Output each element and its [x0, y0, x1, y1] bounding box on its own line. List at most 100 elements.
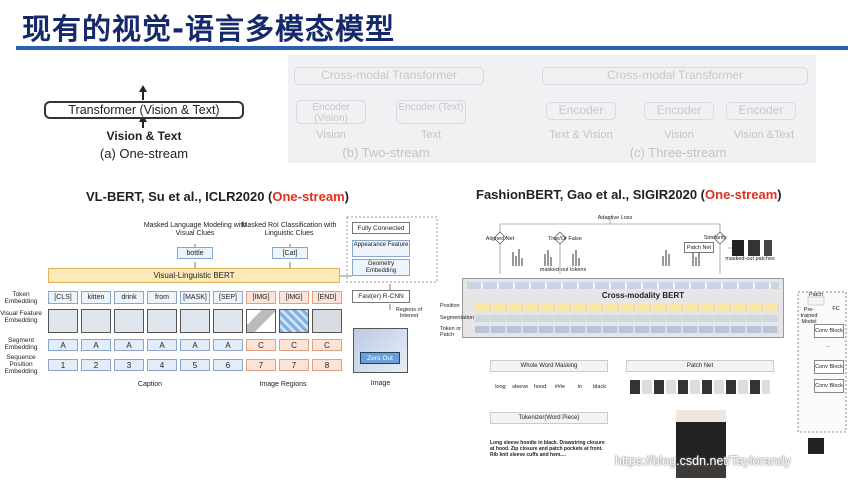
two-stream-caption: (b) Two-stream [342, 145, 430, 160]
token-embedding-6: [SEP] [213, 291, 243, 304]
encoder-text-label: Encoder (Text) [398, 102, 464, 113]
three-stream-input-1: Text & Vision [549, 129, 613, 141]
title-underline [16, 46, 848, 50]
rcnn-label: Fast(er) R-CNN [358, 293, 404, 300]
wordpiece-5: in [577, 384, 582, 390]
wwm-label: Whole Word Masking [520, 363, 578, 369]
visual-feature-embedding-2 [81, 309, 111, 333]
bottle-label: bottle [186, 250, 204, 257]
segment-embedding-8: C [279, 339, 309, 351]
segment-embedding-1: A [48, 339, 78, 351]
slide-title: 现有的视觉-语言多模态模型 [22, 12, 396, 46]
mlm-label: Masked Language Modeling with Visual Clu… [143, 222, 247, 237]
adaptive-loss-label: Adaptive Loss [597, 215, 633, 221]
encoder-1-label: Encoder [558, 103, 604, 117]
caption-label: Caption [137, 381, 163, 388]
position-embedding-6: 6 [213, 359, 243, 371]
position-embedding-3: 3 [114, 359, 144, 371]
cm-bert-row-position [475, 304, 779, 311]
row-label-visual: Visual Feature Embedding [0, 310, 42, 324]
position-embedding-2: 2 [81, 359, 111, 371]
cross-modality-bert-box: Cross-modality BERT [462, 278, 784, 338]
visual-feature-embedding-3 [114, 309, 144, 333]
conv-block-1: Conv Block [814, 324, 844, 338]
three-stream-input-3: Vision &Text [733, 129, 795, 141]
visual-feature-embedding-8 [279, 309, 309, 333]
true-false-label: True/Or False [548, 236, 582, 242]
vlbert-heading-text: VL-BERT, Su et al., ICLR2020 ( [86, 189, 273, 204]
pretrained-label: Pre-trained Model [800, 307, 818, 325]
cm-bert-row-token [475, 326, 779, 333]
masked-patches-label: masked-out patches [725, 256, 775, 262]
two-stream-transformer: Cross-modal Transformer [294, 67, 484, 85]
mrc-label: Masked RoI Classification with Linguisti… [241, 222, 337, 237]
token-embedding-8: [IMG] [279, 291, 309, 304]
one-stream-inputs: Vision & Text [106, 129, 182, 143]
row-label-position: Sequence Position Embedding [4, 354, 38, 375]
zero-out-label: Zero Out [367, 355, 393, 362]
image-caption: Image [370, 380, 391, 387]
vlbert-heading: VL-BERT, Su et al., ICLR2020 (One-stream… [86, 189, 386, 204]
roi-label: Regions of Interest [395, 307, 423, 319]
visual-feature-embedding-9 [312, 309, 342, 333]
visual-feature-embedding-5 [180, 309, 210, 333]
position-embedding-4: 4 [147, 359, 177, 371]
watermark: https://blog.csdn.net/Taylorandy [615, 454, 791, 468]
regions-label: Image Regions [259, 381, 307, 388]
tokenizer-box: Tokenizer(Word Piece) [490, 412, 608, 424]
patch-net-box: Patch Net [626, 360, 774, 372]
model-photo [676, 410, 726, 478]
two-stream-diagram: Cross-modal Transformer Encoder (Vision)… [288, 55, 488, 163]
segment-embedding-5: A [180, 339, 210, 351]
conv-block-3-label: Conv Block [815, 383, 843, 389]
tokenizer-label: Tokenizer(Word Piece) [518, 415, 580, 421]
one-stream-transformer-label: Transformer (Vision & Text) [68, 103, 220, 117]
bottle-box: bottle [177, 247, 213, 259]
two-stream-transformer-label: Cross-modal Transformer [320, 68, 458, 82]
three-stream-diagram: Cross-modal Transformer Encoder Encoder … [538, 55, 816, 163]
fc-label: Fully Connected [357, 225, 405, 232]
segment-embedding-3: A [114, 339, 144, 351]
patch-net-label: Patch Net [686, 363, 714, 369]
wordpiece-3: hood [533, 384, 547, 390]
conv-block-2-label: Conv Block [815, 364, 843, 370]
token-embedding-3: drink [114, 291, 144, 304]
conv-block-3: Conv Block [814, 379, 844, 393]
vl-bert-bar: Visual-Linguistic BERT [48, 268, 340, 283]
wordpiece-row: long sleeve hood ##ie in black [492, 384, 608, 394]
segment-embedding-7: C [246, 339, 276, 351]
segment-embedding-2: A [81, 339, 111, 351]
app-box: Appearance Feature [352, 240, 410, 257]
ellipsis-1: ... [825, 343, 831, 349]
wordpiece-2: sleeve [512, 384, 529, 390]
row-label-segment: Segment Embedding [4, 337, 38, 351]
black-patch-thumbs [732, 240, 772, 256]
segment-embedding-6: A [213, 339, 243, 351]
cm-bert-token-strip [467, 282, 779, 289]
position-embedding-5: 5 [180, 359, 210, 371]
segment-embedding-9: C [312, 339, 342, 351]
token-embedding-5: [MASK] [180, 291, 210, 304]
wordpiece-1: long [495, 384, 506, 390]
conv-block-1-label: Conv Block [815, 328, 843, 334]
cat-label: [Cat] [282, 250, 298, 257]
aligned-net-label: Aligned Net [485, 236, 515, 242]
vlbert-heading-end: ) [344, 189, 349, 204]
patch-icon [808, 438, 824, 454]
wordpiece-6: black [593, 384, 606, 390]
vl-bert-label: Visual-Linguistic BERT [153, 271, 235, 280]
cm-bert-label: Cross-modality BERT [601, 291, 685, 300]
one-stream-diagram: Transformer (Vision & Text) Vision & Tex… [40, 82, 250, 164]
faded-panel: Cross-modal Transformer Encoder (Vision)… [288, 55, 816, 163]
similarity-label: Similarity [703, 235, 727, 241]
two-stream-input-text: Text [420, 129, 442, 141]
encoder-3-label: Encoder [738, 103, 784, 117]
zero-out-box: Zero Out [360, 352, 400, 364]
position-embedding-7: 7 [246, 359, 276, 371]
fc-right-label: FC [832, 306, 840, 312]
wordpiece-4: ##ie [554, 384, 566, 390]
two-stream-input-vision: Vision [316, 129, 346, 141]
segmentation-label: Segmentation [440, 315, 474, 321]
position-label: Position [440, 303, 460, 309]
fashionbert-diagram: Adaptive Loss Aligned Net True/Or False … [440, 212, 848, 480]
